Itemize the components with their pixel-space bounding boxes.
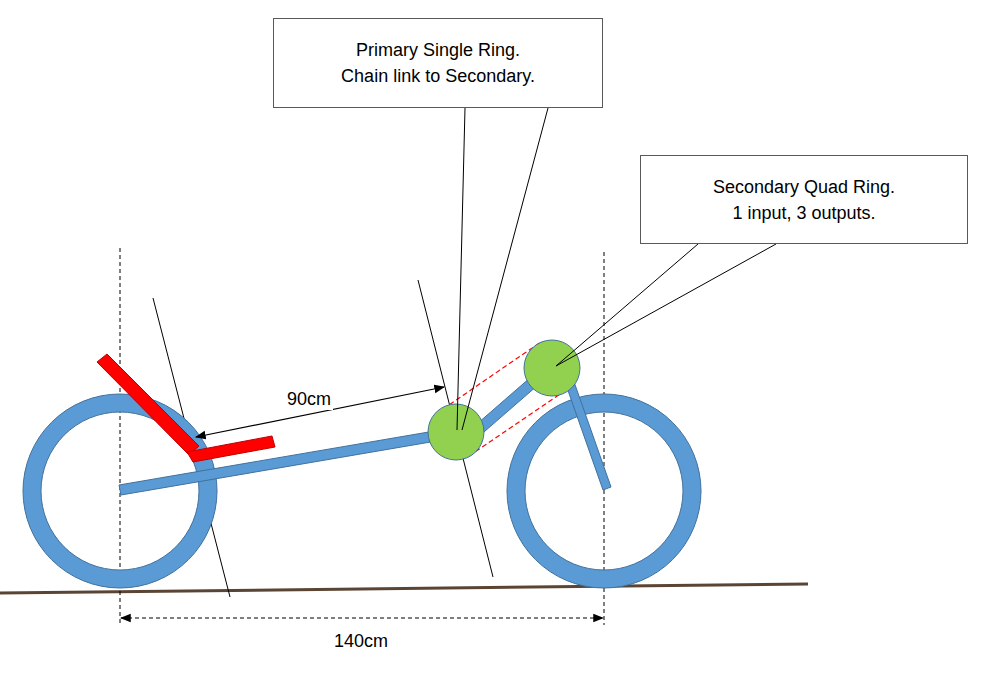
axle-line bbox=[120, 248, 121, 625]
leader-line bbox=[462, 108, 548, 430]
seat-base bbox=[187, 436, 275, 462]
dimension-arrow bbox=[196, 387, 444, 437]
dimension-label: 140cm bbox=[332, 630, 390, 652]
seat-back bbox=[97, 354, 199, 455]
leader-line bbox=[556, 244, 776, 366]
callout-text: Primary Single Ring. Chain link to Secon… bbox=[341, 37, 535, 89]
main-frame bbox=[119, 428, 454, 495]
dimension-label: 90cm bbox=[285, 388, 333, 410]
callout-text: Secondary Quad Ring. 1 input, 3 outputs. bbox=[712, 174, 896, 226]
callout-box: Primary Single Ring. Chain link to Secon… bbox=[273, 18, 603, 108]
dimension-arrow bbox=[121, 617, 603, 618]
angle-line bbox=[418, 280, 493, 577]
rear-fork bbox=[565, 379, 611, 490]
callout-box: Secondary Quad Ring. 1 input, 3 outputs. bbox=[640, 155, 968, 244]
primary-ring bbox=[428, 404, 484, 460]
leader-line bbox=[457, 108, 465, 430]
secondary-ring bbox=[524, 340, 580, 396]
chain-line bbox=[469, 390, 566, 456]
axle-line bbox=[604, 252, 605, 625]
rear-wheel bbox=[507, 394, 701, 588]
leader-line bbox=[556, 244, 698, 366]
